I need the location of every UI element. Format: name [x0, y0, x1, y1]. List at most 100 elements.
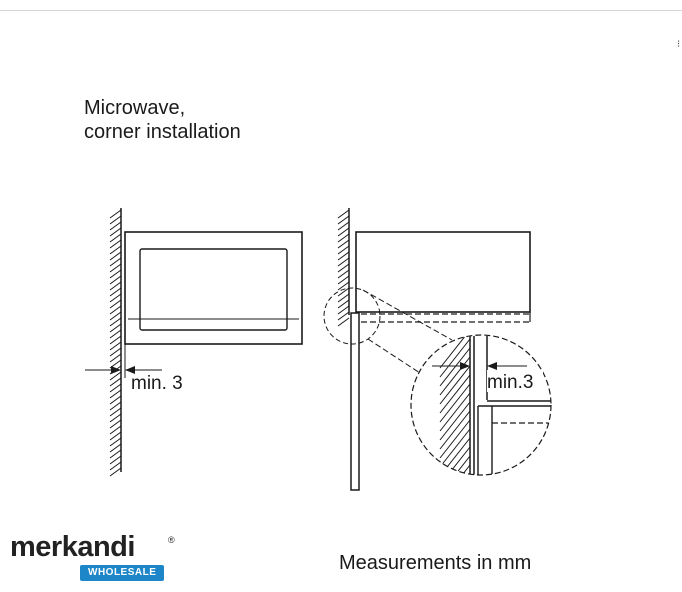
- front-wall-hatch-line: [109, 287, 122, 297]
- detail-wall-hatch-line: [439, 419, 471, 459]
- front-wall-hatch-line: [109, 347, 122, 357]
- front-wall-hatch-line: [109, 263, 122, 273]
- side-detail-leader-2: [367, 338, 421, 374]
- front-wall-hatch-line: [109, 305, 122, 315]
- side-wall-hatch-line: [337, 317, 350, 327]
- front-wall-hatch-line: [109, 383, 122, 393]
- front-wall-hatch-line: [109, 329, 122, 339]
- front-wall-hatch-line: [109, 341, 122, 351]
- detail-wall-hatch-line: [439, 347, 471, 387]
- side-wall-hatch-line: [337, 209, 350, 219]
- front-microwave-body: [124, 231, 303, 345]
- front-wall-hatch-line: [109, 467, 122, 477]
- front-wall-hatch-line: [109, 335, 122, 345]
- detail-wall-hatch-line: [439, 410, 471, 450]
- front-microwave-door: [139, 248, 288, 331]
- front-wall-hatch-line: [109, 269, 122, 279]
- front-wall-hatch-line: [109, 215, 122, 225]
- side-wall-hatch-line: [337, 299, 350, 309]
- detail-wall-hatch-line: [439, 338, 471, 378]
- front-wall-hatch: [109, 208, 122, 477]
- side-wall-hatch-line: [337, 287, 350, 297]
- side-wall-hatch-line: [337, 281, 350, 291]
- front-wall-hatch-line: [109, 443, 122, 453]
- detail-wall-hatch-line: [439, 401, 471, 441]
- front-wall-hatch-line: [109, 251, 122, 261]
- side-wall-hatch-line: [337, 215, 350, 225]
- front-wall-hatch-line: [109, 419, 122, 429]
- front-wall-hatch-line: [109, 413, 122, 423]
- side-front-panel: [350, 312, 360, 491]
- detail-wall-hatch-line: [439, 374, 471, 414]
- measurements-note: Measurements in mm: [339, 552, 532, 574]
- logo-registered-mark: ®: [168, 535, 175, 545]
- detail-wall-hatch-line: [439, 383, 471, 423]
- front-wall-hatch-line: [109, 425, 122, 435]
- front-wall-hatch-line: [109, 431, 122, 441]
- front-wall-hatch-line: [109, 323, 122, 333]
- front-wall-hatch-line: [109, 317, 122, 327]
- side-wall-hatch-line: [337, 239, 350, 249]
- side-view: min.3: [323, 208, 552, 491]
- front-view: min. 3: [85, 208, 303, 477]
- logo-wordmark: merkandi: [10, 531, 135, 563]
- front-wall-hatch-line: [109, 233, 122, 243]
- front-wall-hatch-line: [109, 395, 122, 405]
- side-detail-marker-circle: [323, 287, 381, 345]
- front-wall-hatch-line: [109, 209, 122, 219]
- title-line-1: Microwave,: [84, 97, 186, 119]
- front-wall-hatch-line: [109, 353, 122, 363]
- top-divider: [0, 10, 682, 11]
- detail-wall-hatch-line: [439, 365, 471, 405]
- detail-wall-hatch-line: [439, 446, 471, 475]
- title-line-2: corner installation: [84, 121, 241, 143]
- merkandi-logo: merkandi ® WHOLESALE: [10, 530, 180, 584]
- side-wall-hatch-line: [337, 227, 350, 237]
- front-wall-hatch-line: [109, 449, 122, 459]
- edge-marker: ⁝: [677, 39, 681, 50]
- side-wall-hatch-line: [337, 269, 350, 279]
- front-wall-hatch-line: [109, 245, 122, 255]
- detail-wall-hatch-line: [439, 464, 471, 475]
- front-wall-hatch-line: [109, 257, 122, 267]
- front-wall-hatch-line: [109, 437, 122, 447]
- side-wall-hatch-line: [337, 251, 350, 261]
- side-wall-hatch-line: [337, 245, 350, 255]
- detail-wall-hatch-line: [439, 428, 471, 468]
- side-wall-hatch-line: [337, 233, 350, 243]
- detail-wall-hatch-line: [439, 473, 471, 475]
- front-wall-hatch-line: [109, 407, 122, 417]
- front-wall-hatch-line: [109, 389, 122, 399]
- front-wall-hatch-line: [109, 239, 122, 249]
- front-wall-hatch-line: [109, 227, 122, 237]
- front-wall-hatch-line: [109, 311, 122, 321]
- front-wall-hatch-line: [109, 401, 122, 411]
- front-wall-hatch-line: [109, 461, 122, 471]
- front-wall-hatch-line: [109, 455, 122, 465]
- side-detail-leader-1: [362, 289, 453, 341]
- front-wall-hatch-line: [109, 299, 122, 309]
- side-microwave-body: [355, 231, 531, 313]
- front-wall-hatch-line: [109, 281, 122, 291]
- front-wall-hatch-line: [109, 221, 122, 231]
- side-wall-hatch-line: [337, 257, 350, 267]
- detail-wall-hatch-line: [439, 455, 471, 475]
- front-wall-hatch-line: [109, 293, 122, 303]
- side-wall-hatch-line: [337, 263, 350, 273]
- diagram-title: Microwave, corner installation: [84, 96, 241, 144]
- detail-wall-hatch-line: [439, 392, 471, 432]
- front-wall-hatch-line: [109, 377, 122, 387]
- front-wall-hatch-line: [109, 275, 122, 285]
- detail-dim-label: min.3: [487, 372, 533, 393]
- side-wall-hatch-line: [337, 293, 350, 303]
- side-wall-hatch-line: [337, 311, 350, 321]
- logo-wholesale-badge: WHOLESALE: [80, 565, 165, 581]
- detail-circle-outline: [410, 334, 552, 476]
- side-wall-hatch-line: [337, 305, 350, 315]
- detail-dim-label-bg: [487, 370, 543, 392]
- side-wall-hatch-line: [337, 275, 350, 285]
- side-wall-hatch: [337, 208, 350, 327]
- front-dim-label: min. 3: [131, 373, 183, 394]
- detail-view: min.3: [410, 334, 552, 476]
